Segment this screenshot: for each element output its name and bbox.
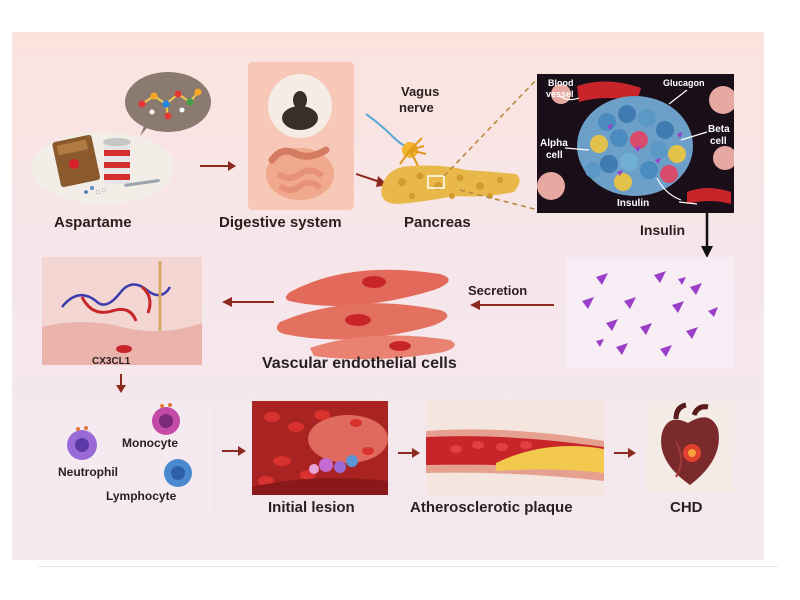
arrow-aspartame-to-digestive	[200, 160, 236, 172]
islet-beta-cell-label-1: Beta	[708, 124, 730, 135]
atherosclerotic-plaque-label: Atherosclerotic plaque	[410, 499, 573, 516]
arrow-secretion	[470, 299, 554, 311]
cx3cl1-label: CX3CL1	[92, 356, 131, 367]
islet-inset-image	[537, 74, 734, 213]
cx3cl1-image	[42, 257, 202, 365]
initial-lesion-label: Initial lesion	[268, 499, 355, 516]
bottom-divider	[38, 566, 778, 567]
digestive-system-label: Digestive system	[219, 214, 342, 231]
aspartame-label: Aspartame	[54, 214, 132, 231]
insulin-molecules-image	[566, 257, 734, 369]
immune-cells-image	[42, 401, 212, 515]
arrow-cx3cl1-down	[116, 374, 126, 394]
islet-beta-cell-label-2: cell	[710, 136, 727, 147]
islet-alpha-cell-label-2: cell	[546, 150, 563, 161]
arrow-insulin-down	[700, 212, 714, 258]
pancreas-label: Pancreas	[404, 214, 471, 231]
initial-lesion-image	[252, 401, 388, 495]
islet-glucagon-label: Glucagon	[663, 78, 705, 88]
arrow-lesion-to-plaque	[398, 448, 420, 458]
zoom-dashed-lines	[440, 74, 540, 214]
vagus-nerve-label-line1: Vagus	[401, 84, 440, 99]
endothelial-cells-image	[270, 262, 466, 360]
atherosclerotic-plaque-image	[426, 401, 604, 495]
vagus-nerve-neuron	[362, 108, 442, 170]
chd-label: CHD	[670, 499, 703, 516]
chd-heart-image	[646, 401, 734, 493]
arrow-plaque-to-chd	[614, 448, 636, 458]
monocyte-label: Monocyte	[122, 436, 179, 450]
arrow-immune-to-lesion	[222, 446, 246, 456]
digestive-system-image	[248, 62, 354, 210]
islet-blood-vessel-label-2: vessel	[546, 89, 574, 99]
islet-alpha-cell-label-1: Alpha	[540, 138, 568, 149]
lymphocyte-label: Lymphocyte	[106, 489, 177, 503]
arrow-endothelial-to-cx3cl1	[222, 296, 274, 308]
neutrophil-label: Neutrophil	[58, 465, 118, 479]
secretion-label: Secretion	[468, 283, 528, 298]
aspartame-molecule-bubble	[122, 70, 214, 136]
islet-blood-vessel-label-1: Blood	[548, 78, 574, 88]
vascular-endothelial-cells-label: Vascular endothelial cells	[262, 355, 457, 372]
pancreas-image	[376, 156, 522, 214]
aspartame-illustration	[28, 120, 178, 205]
vagus-nerve-label-line2: nerve	[399, 100, 434, 115]
insulin-label: Insulin	[640, 222, 686, 238]
islet-insulin-label: Insulin	[617, 198, 650, 209]
